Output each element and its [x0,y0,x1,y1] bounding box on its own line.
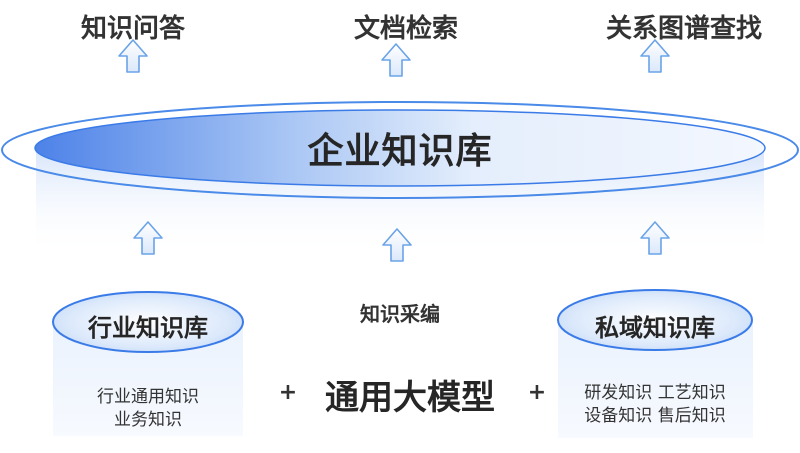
arrow-up-icon [381,43,411,77]
private-kb-title: 私域知识库 [595,314,715,342]
arrow-up-icon [133,221,163,255]
plus-sign-left: + [278,380,298,405]
arrow-up-icon [640,39,670,73]
enterprise-kb-title: 企业知识库 [307,131,493,172]
industry-kb-cylinder [52,291,244,436]
output-doc-search-label: 文档检索 [353,14,459,44]
output-graph-search-label: 关系图谱查找 [605,14,763,44]
output-qa-label: 知识问答 [80,14,186,44]
arrow-up-icon [382,228,412,262]
kb-disk [34,109,766,187]
general-llm-label: 通用大模型 [325,378,495,418]
industry-kb-items: 行业通用知识 业务知识 [97,386,199,432]
private-kb-items: 研发知识 工艺知识 设备知识 售后知识 [584,382,725,428]
industry-kb-title: 行业知识库 [88,314,208,342]
arrow-up-icon [118,39,148,73]
private-kb-item: 研发知识 工艺知识 [584,383,726,403]
industry-kb-item: 行业通用知识 [97,387,199,407]
private-kb-cylinder [557,289,753,438]
industry-kb-item: 业务知识 [114,410,182,430]
private-kb-item: 设备知识 售后知识 [584,406,726,426]
kb-outer-ring [1,101,799,199]
arrow-up-icon [640,221,670,255]
plus-sign-right: + [527,380,547,405]
knowledge-collect-label: 知识采编 [360,302,440,326]
